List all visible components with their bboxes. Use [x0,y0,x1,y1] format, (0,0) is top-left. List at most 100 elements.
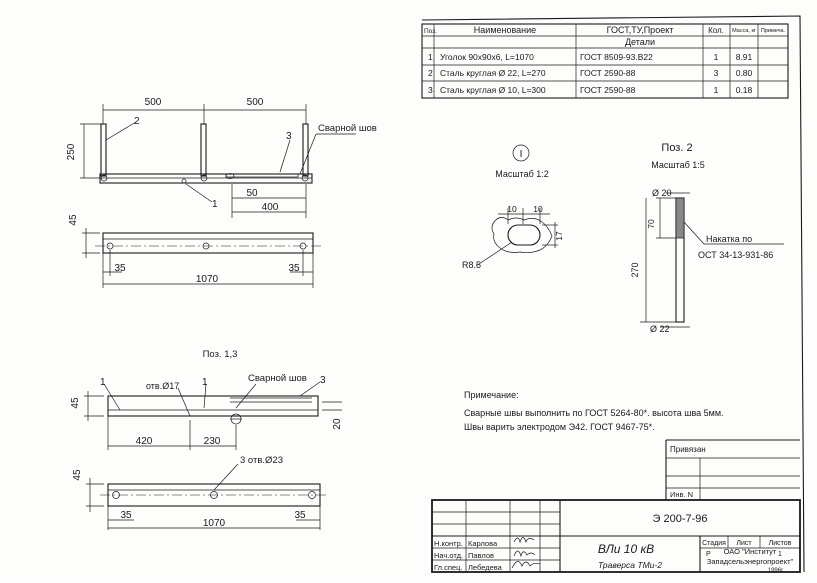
rod-pos2-middle [200,123,207,177]
weld-label-top: Сварной шов [318,123,377,134]
angle-bar-pos1 [99,173,313,184]
row2-pos: 2 [428,68,433,78]
spec-table: Поз. Наименование ГОСТ,ТУ,Проект Кол. Ма… [421,23,789,99]
detail-dim-10-left: 10 [507,204,517,214]
org-line-1: ОАО "Институт [724,547,777,556]
signature-2 [513,550,536,558]
dim-500-left: 500 [145,97,162,108]
pos13-holes-label: отв.Ø17 [146,381,179,391]
pos2-title: Поз. 2 [661,142,692,154]
table-row: 3 Сталь круглая Ø 10, L=300 ГОСТ 2590-88… [428,85,753,95]
row2-qty: 3 [714,68,719,78]
detail-outline [491,217,553,254]
knurl-label-2: ОСТ 34-13-931-86 [698,250,773,260]
pos-1-plan-view: 3 отв.Ø23 45 35 35 1070 [72,455,328,530]
pos2-dim-d22: Ø 22 [650,324,670,334]
notes: Примечание: Сварные швы выполнить по ГОС… [464,390,724,432]
dim-50: 50 [246,188,258,199]
slot-outline [507,224,541,246]
detail-I: I Масштаб 1:2 10 10 17 R8.5 [462,144,564,270]
pos1-dim-45: 45 [72,469,83,481]
plan-dim-35-right: 35 [288,263,300,274]
name-3: Лебедева [468,563,503,572]
angle-bar-pos1-detail [107,395,319,417]
knurl-section [675,197,685,239]
detail-mark-circle [512,144,530,162]
pos1-dim-1070: 1070 [203,518,226,529]
pos13-dim-20: 20 [332,418,343,430]
pos13-callout-1: 1 [100,377,106,388]
row1-mass: 8.91 [736,52,753,62]
spec-section-title: Детали [625,37,655,47]
org-line-2: Западсельэнергопроект" [707,557,794,566]
spec-header-gost: ГОСТ,ТУ,Проект [607,25,674,35]
pos2-dim-270: 270 [630,262,640,277]
detail-scale: Масштаб 1:2 [495,169,549,179]
title-block: Э 200-7-96 ВЛи 10 кВ Траверса ТМи-2 Стад… [431,499,801,574]
row3-qty: 1 [714,85,719,95]
sheet-frame [421,15,805,573]
row3-gost: ГОСТ 2590-88 [580,85,636,95]
row1-gost: ГОСТ 8509-93.В22 [580,52,653,62]
name-1: Карлова [468,539,498,548]
binding-box: Привязан Инв. N [665,439,800,500]
dim-400: 400 [262,202,279,213]
rod-pos2-right [302,123,309,177]
spec-header-note: Примеча. [761,28,786,34]
detail-radius: R8.5 [462,260,481,270]
role-1: Н.контр. [434,539,463,548]
row1-pos: 1 [428,52,433,62]
sheets-header: Листов [769,540,792,547]
detail-dim-10-right: 10 [533,204,543,214]
pos1-dim-35-left: 35 [120,510,132,521]
pos2-dim-d20: Ø 20 [652,188,672,198]
table-row: 1 Уголок 90х90х6, L=1070 ГОСТ 8509-93.В2… [428,52,753,62]
plan-dim-45: 45 [68,214,79,226]
dim-250: 250 [66,143,77,160]
row3-name: Сталь круглая Ø 10, L=300 [440,85,546,95]
pos13-callout-1b: 1 [202,377,208,388]
callout-2: 2 [134,116,140,127]
stage-header: Стадия [702,540,726,547]
dim-500-right: 500 [247,97,264,108]
pos13-weld-label: Сварной шов [248,373,307,384]
plan-dim-1070: 1070 [196,274,219,285]
pos13-dim-45: 45 [70,397,81,409]
sheets-value: 1 [778,551,782,558]
rod-pos2-left [100,123,107,177]
row2-mass: 0.80 [736,68,753,78]
bind-label: Привязан [670,445,706,454]
row1-name: Уголок 90х90х6, L=1070 [440,52,534,62]
detail-mark: I [520,149,523,160]
spec-header-name: Наименование [474,25,536,35]
inv-label: Инв. N [670,490,693,499]
pos-2-rod: Поз. 2 Масштаб 1:5 Ø 20 70 270 Ø 22 Нака… [630,142,784,334]
detail-dim-17: 17 [554,231,564,241]
stage-value: Р [706,551,711,558]
pos13-title: Поз. 1,3 [203,349,238,360]
note-line-2: Швы варить электродом Э42. ГОСТ 9467-75*… [464,422,655,432]
doc-code: Э 200-7-96 [653,513,708,525]
assembly-plan-view: 45 35 35 1070 [68,214,322,288]
org-year: 1996г. [768,568,785,574]
row2-gost: ГОСТ 2590-88 [580,68,636,78]
note-line-1: Сварные швы выполнить по ГОСТ 5264-80*. … [464,408,724,418]
plan-dim-35-left: 35 [114,263,126,274]
callout-1-top: 1 [212,199,218,210]
table-row: 2 Сталь круглая Ø 22, L=270 ГОСТ 2590-88… [428,68,753,78]
row1-qty: 1 [714,52,719,62]
signature-3 [511,561,541,569]
row3-mass: 0.18 [736,85,753,95]
pos-1-3-view: Поз. 1,3 1 отв.Ø17 1 Сварной шов 3 45 20… [70,349,343,450]
angle-bar-plan [102,232,314,254]
name-2: Павлов [468,551,494,560]
object-name: ВЛи 10 кВ [598,542,654,556]
row3-pos: 3 [428,85,433,95]
spec-header-qty: Кол. [708,26,724,35]
row2-name: Сталь круглая Ø 22, L=270 [440,68,546,78]
pos1-dim-35-right: 35 [294,510,306,521]
note-title: Примечание: [464,390,519,400]
callout-3-top: 3 [286,131,292,142]
